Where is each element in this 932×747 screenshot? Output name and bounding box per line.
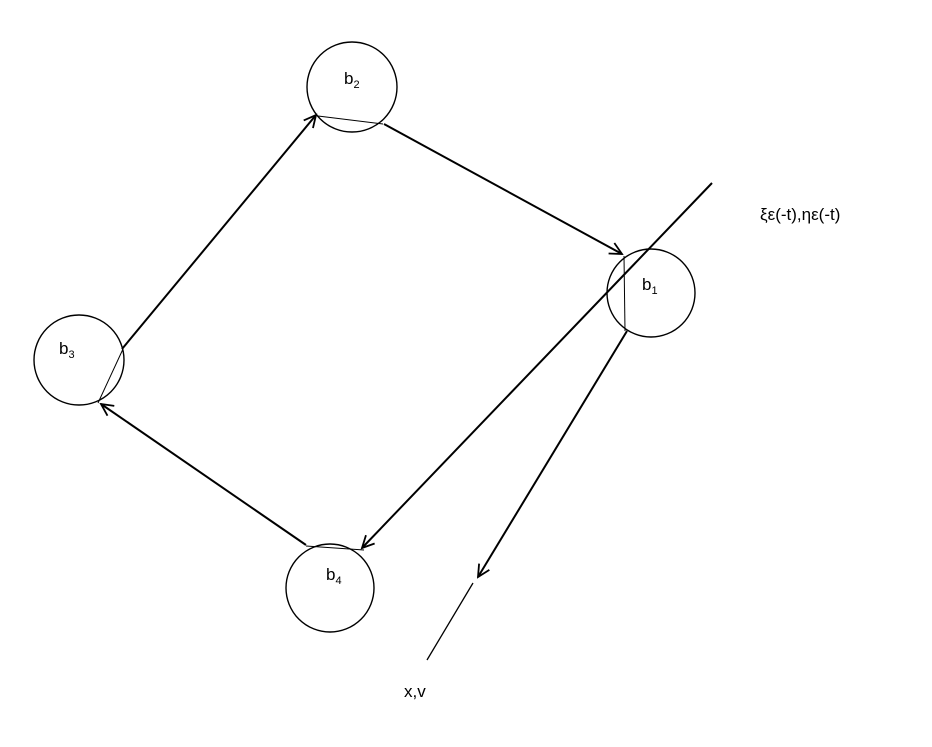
node-b3-label: b3 bbox=[59, 339, 75, 361]
node-b4-chord bbox=[305, 545, 365, 551]
node-b2-circle bbox=[306, 41, 398, 133]
edge-trajectory-to-b4 bbox=[362, 182, 713, 548]
edge-b4-to-b3 bbox=[101, 404, 307, 546]
node-b1-label: b1 bbox=[642, 275, 658, 297]
node-b1-chord bbox=[623, 255, 626, 332]
node-b4-circle bbox=[285, 543, 375, 633]
node-b2-chord bbox=[317, 115, 384, 125]
xv-extension-line bbox=[426, 582, 474, 661]
edge-b2-to-b1 bbox=[383, 123, 622, 254]
node-b3-chord bbox=[97, 348, 124, 404]
edge-b3-to-b2 bbox=[121, 115, 316, 350]
node-b4-label: b4 bbox=[326, 565, 342, 587]
xv-label: x,v bbox=[404, 682, 426, 701]
trajectory-label: ξε(-t),ηε(-t) bbox=[760, 205, 840, 224]
node-b2-label: b2 bbox=[344, 69, 360, 91]
node-b3-circle bbox=[33, 314, 125, 406]
edge-b1-to-xv bbox=[478, 330, 628, 577]
